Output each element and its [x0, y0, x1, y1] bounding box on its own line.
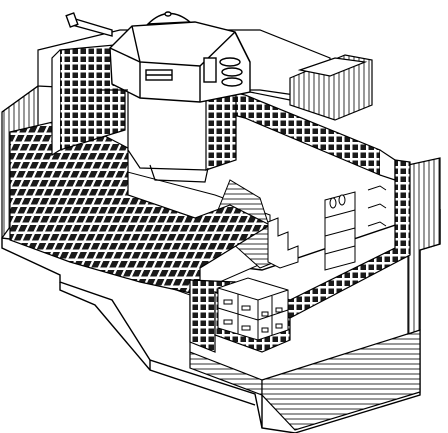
ammo-crates	[217, 277, 289, 341]
front-wall	[189, 157, 441, 431]
turret-ring	[100, 89, 291, 101]
turret-pedestal	[127, 89, 237, 183]
mesh-wall-right	[214, 87, 396, 181]
gun-turret	[65, 11, 251, 103]
stairs	[267, 217, 299, 269]
storage-shelf	[324, 191, 356, 271]
wall-brackets	[367, 185, 387, 227]
mesh-wall-rear	[51, 43, 126, 157]
